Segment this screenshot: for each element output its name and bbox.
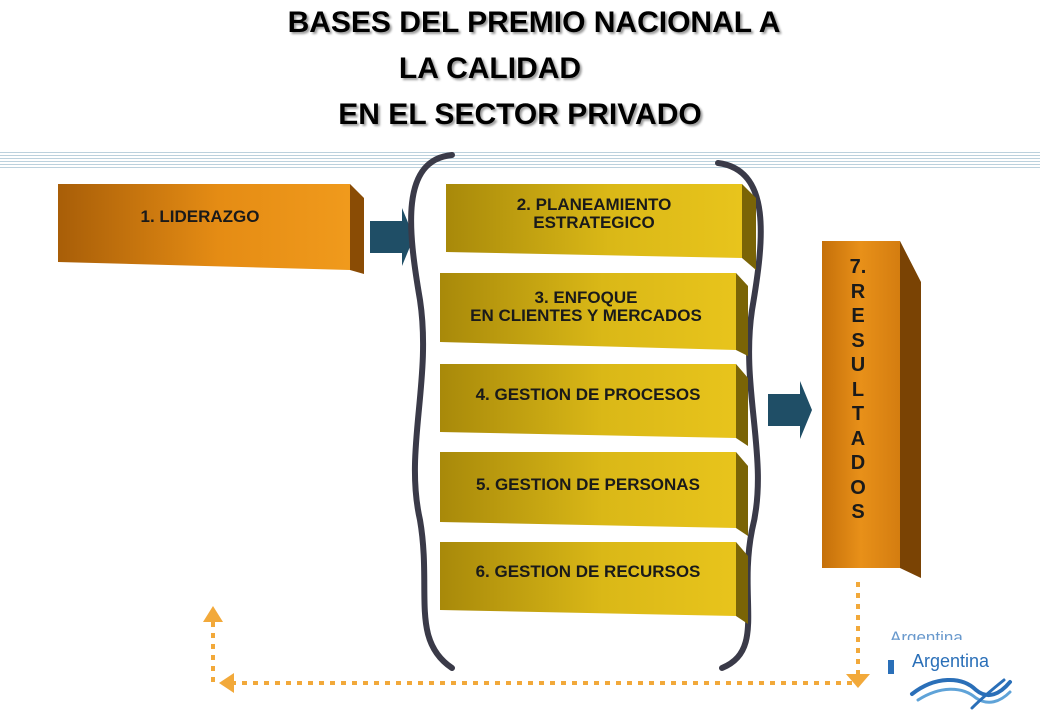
box-enfoque — [440, 273, 748, 356]
box-liderazgo — [58, 184, 364, 274]
logo-wave-2 — [916, 687, 1012, 704]
resultados-char: E — [851, 305, 865, 327]
box-planeamiento — [446, 184, 756, 270]
box-personas — [440, 452, 748, 536]
resultados-char: S — [851, 329, 865, 352]
resultados-char: 7. — [849, 256, 867, 278]
logo-text-faded: Argentina — [890, 628, 963, 640]
resultados-char: L — [851, 378, 865, 401]
header-divider-stripe — [0, 152, 1040, 168]
arrow-to-resultados — [768, 381, 812, 439]
resultados-char: O — [850, 476, 866, 499]
feedback-arrowhead-up — [203, 606, 223, 622]
box-recursos-label: 6. GESTION DE RECURSOS — [475, 562, 701, 581]
resultados-char: A — [850, 427, 866, 450]
box-planeamiento-face — [446, 184, 742, 258]
box-recursos — [440, 542, 748, 624]
box-enfoque-label-line1: 3. ENFOQUE — [534, 288, 638, 307]
box-planeamiento-label: 2. PLANEAMIENTO ESTRATEGICO — [446, 196, 742, 232]
box-recursos-side — [736, 542, 748, 624]
box-enfoque-side — [736, 273, 748, 356]
box-resultados-face — [822, 241, 900, 568]
resultados-char: T — [851, 403, 865, 425]
box-procesos-face — [440, 364, 736, 438]
title-line-3: EN EL SECTOR PRIVADO — [338, 98, 702, 131]
box-personas-label: 5. GESTION DE PERSONAS — [476, 475, 700, 494]
box-recursos-face — [440, 542, 736, 616]
logo-wave-3 — [970, 678, 1006, 710]
resultados-char: U — [850, 354, 866, 376]
resultados-char: R — [850, 280, 866, 303]
resultados-char: S — [851, 501, 865, 523]
box-planeamiento-label-line1: 2. PLANEAMIENTO — [516, 195, 672, 214]
box-personas-face — [440, 452, 736, 528]
argentina-logo-mark — [888, 660, 1012, 710]
bracket-left — [408, 152, 455, 671]
box-personas-side — [736, 452, 748, 536]
box-enfoque-face — [440, 273, 736, 350]
box-resultados-label: 7. R E S U L T A D O S — [840, 255, 876, 525]
resultados-char: D — [850, 452, 866, 474]
box-liderazgo-side — [350, 184, 364, 274]
logo-dash — [888, 660, 894, 674]
box-planeamiento-label-line2: ESTRATEGICO — [533, 212, 655, 232]
box-liderazgo-face — [58, 184, 350, 270]
box-planeamiento-side — [742, 184, 756, 270]
box-procesos-label: 4. GESTION DE PROCESOS — [475, 385, 701, 404]
title-line-1: BASES DEL PREMIO NACIONAL A — [287, 6, 781, 39]
box-procesos-side — [736, 364, 748, 446]
feedback-loop — [211, 582, 860, 685]
arrow-to-process-group — [370, 208, 414, 266]
logo-text: Argentina — [912, 651, 990, 671]
feedback-arrowhead-down — [846, 674, 870, 688]
logo-wave-1 — [910, 677, 1012, 698]
box-liderazgo-label: 1. LIDERAZGO — [140, 207, 260, 226]
box-enfoque-label: 3. ENFOQUE EN CLIENTES Y MERCADOS — [434, 289, 738, 325]
box-procesos — [440, 364, 748, 446]
bracket-right — [715, 160, 764, 671]
title-line-2: LA CALIDAD — [398, 52, 582, 85]
feedback-arrowhead-left — [219, 673, 234, 693]
box-enfoque-label-line2: EN CLIENTES Y MERCADOS — [470, 305, 702, 325]
box-resultados — [822, 241, 921, 578]
